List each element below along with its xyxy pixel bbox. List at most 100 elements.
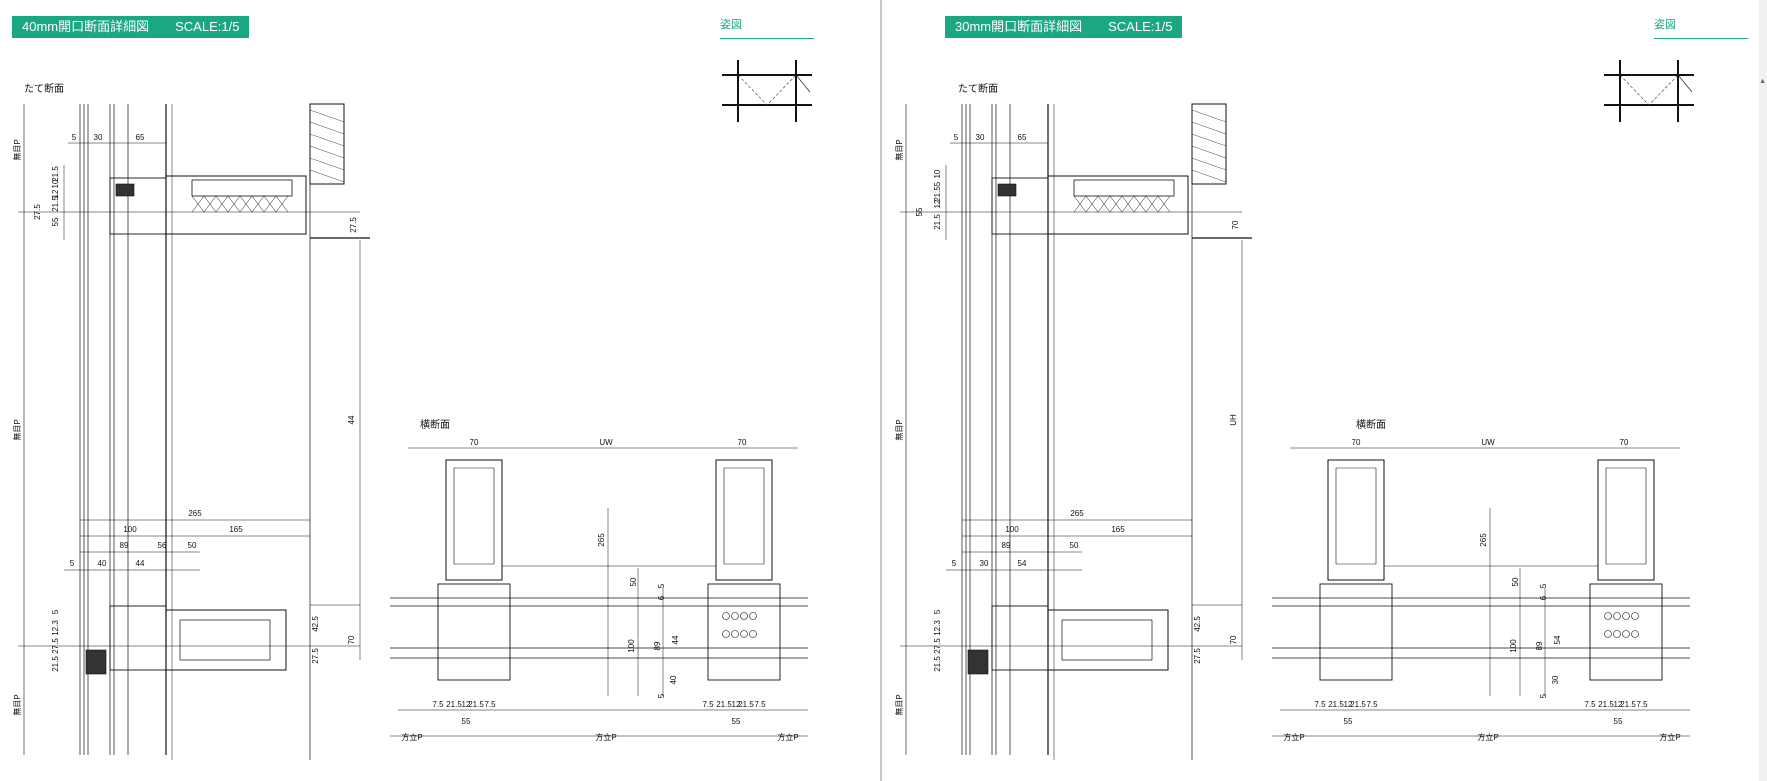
dimension-label: 54	[1018, 559, 1027, 568]
screw-circle	[749, 630, 757, 638]
sash-profile	[991, 605, 1049, 671]
dimension-label: 7.5	[484, 700, 496, 709]
dimension-label: 55	[1614, 717, 1623, 726]
dimension-label: 5	[1539, 693, 1548, 698]
dimension-label: 21.5	[1598, 700, 1614, 709]
setting-block	[967, 649, 989, 675]
wall-hatch	[1191, 109, 1227, 123]
sash-profile	[991, 177, 1049, 235]
screw-circle	[1622, 630, 1630, 638]
dimension-label: 方立P	[401, 732, 422, 742]
insulation-hatch	[263, 195, 277, 213]
mullion-chamber	[1605, 467, 1647, 565]
side-pitch-label: 無目P	[12, 139, 22, 160]
dimension-label: 30	[94, 133, 103, 142]
dimension-label: 42.5	[1193, 616, 1202, 632]
wall-hatch	[309, 169, 345, 183]
vertical-section-label: たて断面	[24, 84, 64, 95]
dimension-label: 27.5	[1193, 648, 1202, 664]
mullion-profile-left	[1327, 459, 1385, 581]
page-gutter	[880, 0, 882, 781]
mullion-chamber	[723, 467, 765, 565]
elevation-opening-mark	[1619, 74, 1679, 106]
dimension-label: 70	[347, 635, 356, 644]
wall-hatch	[309, 109, 345, 123]
dimension-label: 44	[347, 415, 356, 424]
dimension-label: 12	[732, 700, 741, 709]
dimension-label: 21.5	[933, 656, 942, 672]
dimension-label: UH	[1229, 414, 1238, 426]
dimension-label: 5	[952, 559, 957, 568]
dimension-label: 21.5	[1350, 700, 1366, 709]
wall-hatch	[1191, 157, 1227, 171]
elevation-opening-mark	[737, 74, 797, 106]
scroll-up-icon[interactable]: ▲	[1759, 78, 1766, 85]
sash-profile	[109, 605, 167, 671]
insulation-hatch	[1121, 195, 1135, 213]
dimension-label: 55	[462, 717, 471, 726]
dimension-label: 40	[669, 675, 678, 684]
sheet-title: 30mm開口断面詳細図	[955, 19, 1083, 34]
joint-profile-right	[1589, 583, 1663, 681]
dimension-label: 265	[1479, 533, 1488, 547]
mullion-profile-left	[445, 459, 503, 581]
gasket	[115, 183, 135, 197]
dimension-label: 55	[732, 717, 741, 726]
vertical-scrollbar[interactable]: ▲	[1759, 0, 1767, 781]
dimension-label: 方立P	[1659, 732, 1680, 742]
dimension-label: 70	[470, 438, 479, 447]
insulation-hatch	[1157, 195, 1171, 213]
dimension-label: 方立P	[777, 732, 798, 742]
screw-circle	[1604, 612, 1612, 620]
dimension-label: 10	[933, 169, 942, 178]
screw-circle	[731, 612, 739, 620]
dimension-label: 70	[1231, 220, 1240, 229]
dimension-label: 方立P	[1283, 732, 1304, 742]
dimension-label: 方立P	[1477, 732, 1498, 742]
wall-hatch	[1191, 145, 1227, 159]
dimension-label: 7.5	[1366, 700, 1378, 709]
insulation-hatch	[227, 195, 241, 213]
elevation-icon-line	[1677, 74, 1693, 93]
dimension-label: 21.5	[716, 700, 732, 709]
dimension-label: 21.5	[446, 700, 462, 709]
dimension-label: 55	[915, 207, 924, 216]
bottom-chamber	[1061, 619, 1153, 661]
insulation-hatch	[275, 195, 289, 213]
horizontal-section-label: 横断面	[420, 420, 450, 431]
dimension-label: 27.5	[51, 638, 60, 654]
dimension-label: 42.5	[311, 616, 320, 632]
bottom-chamber	[179, 619, 271, 661]
dimension-label: 7.5	[1314, 700, 1326, 709]
insulation-block	[191, 179, 293, 197]
wall-hatch	[309, 133, 345, 147]
dimension-label: 165	[229, 525, 243, 534]
setting-block	[85, 649, 107, 675]
dimension-label: 12	[51, 189, 60, 198]
dimension-label: 27.5	[311, 648, 320, 664]
dimension-label: 30	[980, 559, 989, 568]
dimension-label: 50	[188, 541, 197, 550]
dimension-label: 21.5	[933, 186, 942, 202]
screw-circle	[1613, 612, 1621, 620]
sash-profile	[109, 177, 167, 235]
sheet-title: 40mm開口断面詳細図	[22, 19, 150, 34]
screw-circle	[749, 612, 757, 620]
mullion-chamber	[1335, 467, 1377, 565]
insulation-hatch	[1073, 195, 1087, 213]
dimension-label: 56	[158, 541, 167, 550]
dimension-label: 165	[1111, 525, 1125, 534]
dimension-label: 5	[72, 133, 77, 142]
screw-circle	[731, 630, 739, 638]
gasket	[997, 183, 1017, 197]
dimension-label: 12	[933, 199, 942, 208]
wall-hatch	[309, 145, 345, 159]
mullion-chamber	[453, 467, 495, 565]
screw-circle	[722, 630, 730, 638]
dimension-label: 7.5	[1636, 700, 1648, 709]
bottom-frame-profile	[165, 609, 287, 671]
screw-circle	[1613, 630, 1621, 638]
